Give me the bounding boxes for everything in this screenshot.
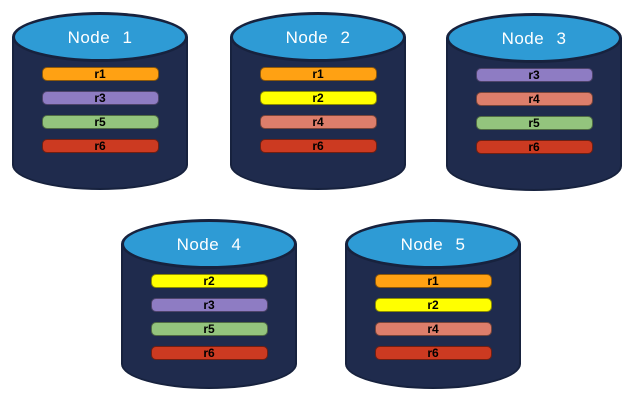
replica-label: r4: [528, 92, 540, 106]
replica-bar-r5: r5: [41, 115, 159, 129]
replica-bars: r1 r2 r4 r6: [345, 219, 521, 389]
replica-bar-r3: r3: [475, 68, 593, 82]
replica-label: r5: [94, 115, 106, 129]
cylinder-top: Node 4: [121, 219, 297, 269]
replica-label: r1: [312, 67, 324, 81]
replica-label: r3: [94, 91, 106, 105]
node-4-cylinder: Node 4 r2 r3 r5 r6: [121, 219, 297, 389]
replica-label: r2: [427, 298, 439, 312]
replica-label: r1: [427, 274, 439, 288]
replica-label: r3: [528, 68, 540, 82]
replica-bar-r4: r4: [259, 115, 377, 129]
replica-bar-r4: r4: [475, 92, 593, 106]
cylinder-top: Node 2: [230, 12, 406, 62]
node-label: Node 1: [67, 28, 133, 47]
replica-bar-r6: r6: [150, 346, 268, 360]
replica-bar-r6: r6: [259, 139, 377, 153]
replica-label: r1: [94, 67, 106, 81]
replica-label: r6: [94, 139, 106, 153]
replica-bar-r3: r3: [41, 91, 159, 105]
replica-bars: r3 r4 r5 r6: [446, 13, 622, 191]
replica-bar-r3: r3: [150, 298, 268, 312]
node-5-cylinder: Node 5 r1 r2 r4 r6: [345, 219, 521, 389]
replica-label: r6: [427, 346, 439, 360]
replica-bar-r1: r1: [259, 67, 377, 81]
cylinder-top: Node 3: [446, 13, 622, 63]
node-2-cylinder: Node 2 r1 r2 r4 r6: [230, 12, 406, 190]
replica-bar-r1: r1: [374, 274, 492, 288]
node-1-cylinder: Node 1 r1 r3 r5 r6: [12, 12, 188, 190]
replica-label: r2: [312, 91, 324, 105]
replica-bar-r1: r1: [41, 67, 159, 81]
cylinder-top: Node 5: [345, 219, 521, 269]
cylinder-top: Node 1: [12, 12, 188, 62]
replica-bar-r2: r2: [374, 298, 492, 312]
replica-bar-r6: r6: [374, 346, 492, 360]
replica-bars: r2 r3 r5 r6: [121, 219, 297, 389]
replica-label: r6: [312, 139, 324, 153]
node-label: Node 4: [176, 235, 242, 254]
replica-label: r2: [203, 274, 215, 288]
replica-bar-r4: r4: [374, 322, 492, 336]
node-label: Node 5: [400, 235, 466, 254]
replica-label: r5: [528, 116, 540, 130]
replica-bars: r1 r2 r4 r6: [230, 12, 406, 190]
replica-bar-r6: r6: [41, 139, 159, 153]
replica-label: r3: [203, 298, 215, 312]
replica-bar-r5: r5: [150, 322, 268, 336]
replica-label: r6: [528, 140, 540, 154]
replica-label: r4: [312, 115, 324, 129]
replica-bar-r6: r6: [475, 140, 593, 154]
replica-bars: r1 r3 r5 r6: [12, 12, 188, 190]
node-label: Node 2: [285, 28, 351, 47]
replica-bar-r2: r2: [259, 91, 377, 105]
replica-label: r4: [427, 322, 439, 336]
replica-bar-r2: r2: [150, 274, 268, 288]
replica-label: r6: [203, 346, 215, 360]
replica-label: r5: [203, 322, 215, 336]
node-label: Node 3: [501, 29, 567, 48]
replica-bar-r5: r5: [475, 116, 593, 130]
node-3-cylinder: Node 3 r3 r4 r5 r6: [446, 13, 622, 191]
